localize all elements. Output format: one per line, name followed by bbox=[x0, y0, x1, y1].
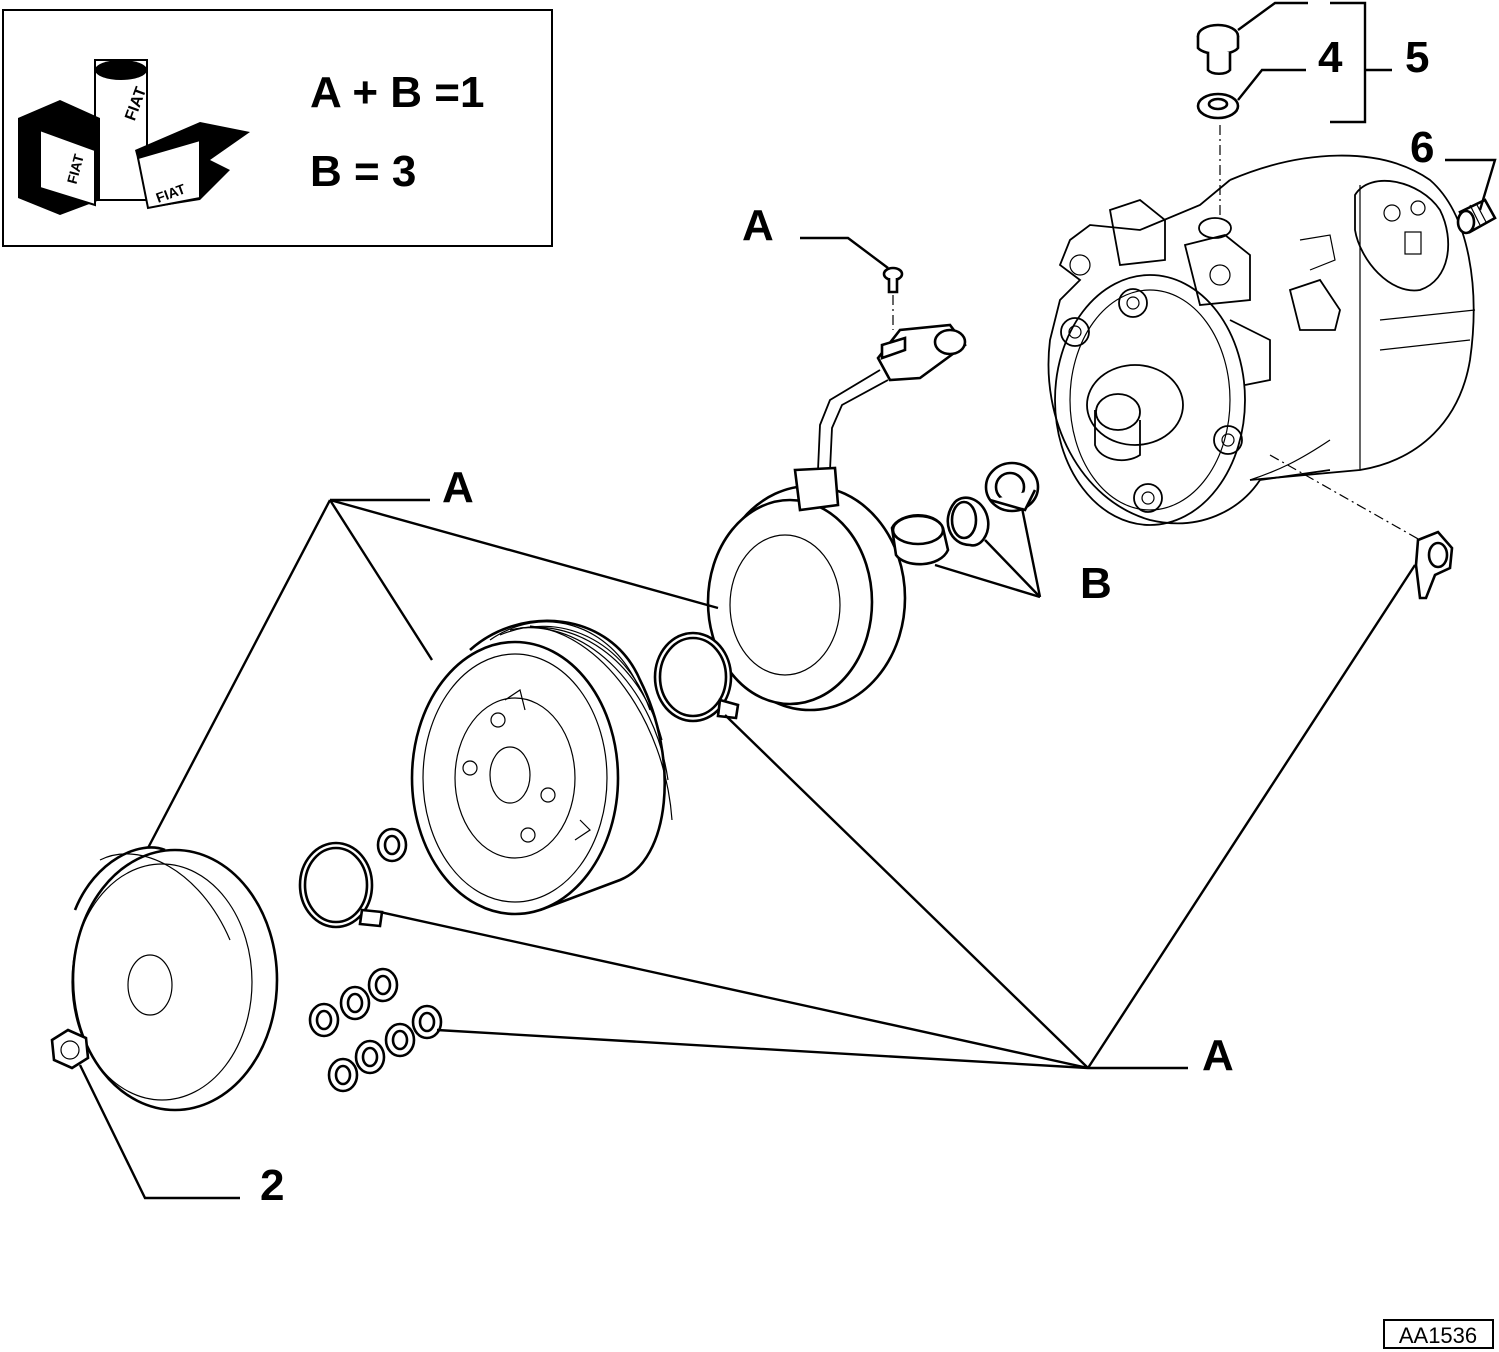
shim-set bbox=[308, 967, 443, 1093]
sensor-connector bbox=[817, 323, 967, 471]
legend-formula-1: A + B =1 bbox=[310, 68, 484, 117]
sensor-screw bbox=[882, 266, 904, 294]
bearing-ring bbox=[890, 514, 950, 566]
legend-box: FIAT FIAT FIAT A + B =1 B = 3 bbox=[2, 9, 553, 247]
callout-a-bottom-group: A bbox=[1202, 1031, 1234, 1080]
retaining-ring-small bbox=[298, 841, 384, 929]
compressor-body bbox=[1047, 154, 1476, 526]
hollow-bolt bbox=[1196, 23, 1240, 76]
callout-a-clutch-group: A bbox=[442, 463, 474, 512]
callout-item-2: 2 bbox=[260, 1161, 284, 1210]
callout-item-6: 6 bbox=[1410, 123, 1434, 172]
clutch-front-plate bbox=[71, 846, 279, 1112]
callout-item-5: 5 bbox=[1405, 33, 1429, 82]
callout-item-4: 4 bbox=[1318, 33, 1343, 82]
bearing bbox=[984, 461, 1040, 513]
drawing-code-box: AA1536 bbox=[1383, 1319, 1494, 1349]
charge-valve bbox=[1456, 198, 1497, 235]
sealing-washer bbox=[1196, 92, 1240, 120]
bracket-clip bbox=[1414, 530, 1454, 600]
callout-a-sensor-screw: A bbox=[742, 201, 774, 250]
field-coil bbox=[706, 466, 907, 712]
circlip bbox=[946, 496, 990, 547]
hub-nut bbox=[50, 1028, 90, 1070]
retaining-ring-large bbox=[653, 631, 740, 723]
drawing-code: AA1536 bbox=[1399, 1323, 1477, 1348]
housing-bolts bbox=[1060, 288, 1243, 513]
legend-formula-2: B = 3 bbox=[310, 147, 416, 196]
fiat-kit-logo: FIAT FIAT FIAT bbox=[18, 59, 250, 215]
callout-b-bearing-group: B bbox=[1080, 559, 1112, 608]
small-shim bbox=[376, 827, 408, 863]
leader-lines bbox=[78, 1, 1497, 1200]
pulley bbox=[410, 619, 673, 916]
logo-brand-text-left: FIAT bbox=[64, 152, 87, 186]
